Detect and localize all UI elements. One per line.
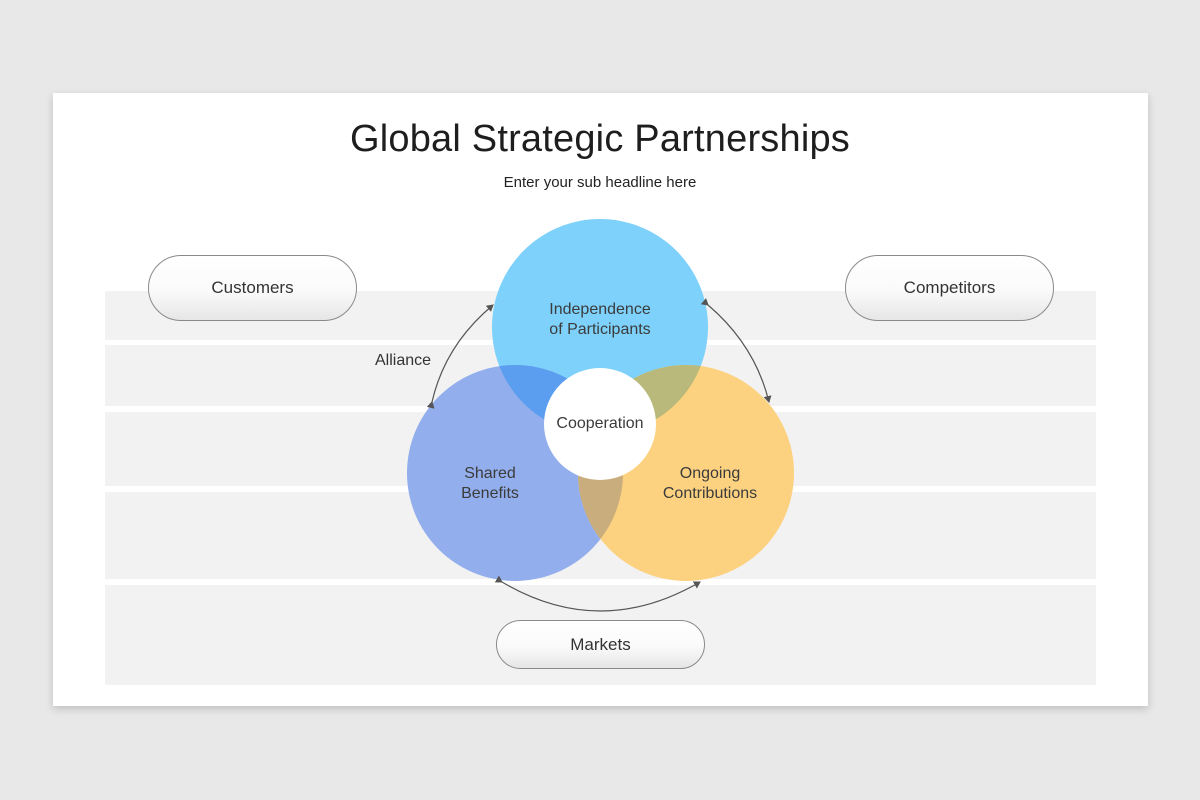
top-circle-label: Independence of Participants: [520, 300, 680, 340]
left-circle-line1: Shared: [464, 465, 516, 482]
alliance-arrow: [426, 304, 494, 409]
markets-pill: Markets: [496, 620, 705, 669]
left-circle-label: Shared Benefits: [430, 464, 550, 504]
right-circle-line2: Contributions: [662, 485, 758, 502]
alliance-label: Alliance: [375, 352, 432, 369]
center-circle: [544, 368, 656, 480]
right-circle-line1: Ongoing: [679, 465, 741, 482]
center-circle-label: Cooperation: [556, 415, 644, 432]
page-title: Global Strategic Partnerships: [349, 118, 851, 160]
competitors-arrow: [700, 298, 772, 403]
markets-arrow: [494, 575, 701, 612]
page-subtitle: Enter your sub headline here: [503, 174, 697, 191]
right-circle-label: Ongoing Contributions: [640, 464, 780, 504]
left-circle-line2: Benefits: [461, 485, 519, 502]
customers-pill: Customers: [148, 255, 357, 321]
top-circle-line1: Independence: [549, 301, 651, 318]
competitors-pill: Competitors: [845, 255, 1054, 321]
top-circle-line2: of Participants: [549, 321, 651, 338]
